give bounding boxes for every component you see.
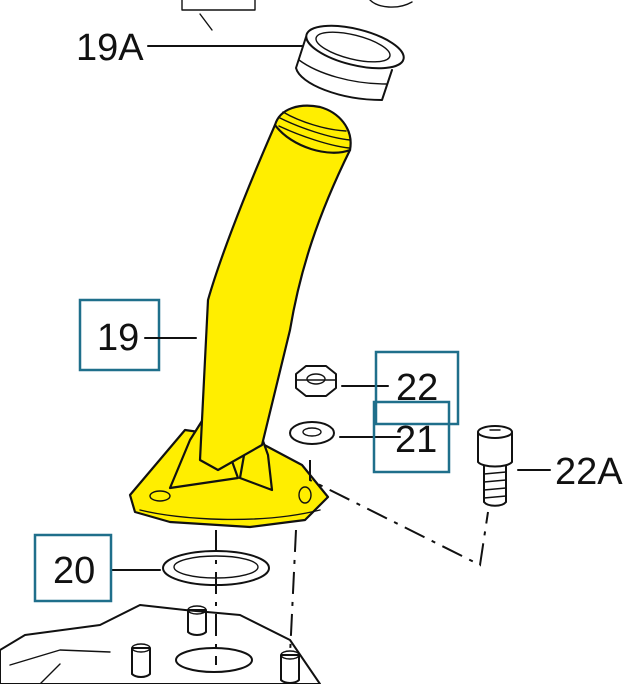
highlight-box-21[interactable] xyxy=(372,400,451,474)
callout-22a[interactable]: 22A xyxy=(555,451,623,493)
callout-19a[interactable]: 19A xyxy=(76,27,144,69)
part-19a-cap[interactable] xyxy=(295,17,408,101)
part-22a-bolt[interactable] xyxy=(477,425,513,507)
top-cut-off-fragment xyxy=(181,0,413,31)
part-22-hex-nut[interactable] xyxy=(295,365,337,397)
callout-22[interactable]: 22 xyxy=(396,367,438,409)
highlight-box-22[interactable] xyxy=(374,350,460,426)
callout-21[interactable]: 21 xyxy=(395,419,437,461)
center-line-right xyxy=(289,529,297,656)
callout-19[interactable]: 19 xyxy=(97,317,139,359)
part-19-filler-neck[interactable] xyxy=(128,104,352,529)
part-21-washer[interactable] xyxy=(289,421,335,445)
callout-20[interactable]: 20 xyxy=(53,550,95,592)
highlight-box-19[interactable] xyxy=(78,298,161,372)
assembly-line-bolt xyxy=(309,460,489,567)
fuel-tank-section xyxy=(0,604,321,684)
highlight-box-20[interactable] xyxy=(33,533,113,603)
